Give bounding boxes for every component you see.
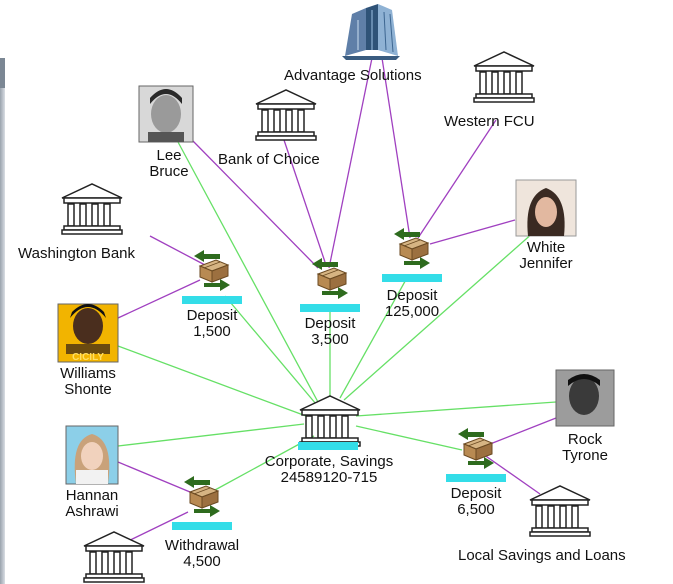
- link-deposit125000-corporate: [339, 275, 409, 399]
- label-corporate-savings: Corporate, Savings 24589120-715: [236, 454, 422, 486]
- transaction-withdrawal-4500: [172, 475, 232, 530]
- label-rock: Rock: [567, 431, 603, 448]
- label-deposit-125000-type: Deposit: [386, 287, 438, 304]
- label-lee: Lee: [156, 147, 182, 164]
- link-williams-corporate: [117, 345, 307, 417]
- transaction-deposit-1500: [182, 249, 242, 304]
- label-advantage-solutions: Advantage Solutions: [284, 67, 422, 84]
- link-white-corporate: [343, 231, 535, 401]
- office-building-icon: [342, 4, 400, 60]
- label-hannan-ashrawi: Hannan Ashrawi: [50, 488, 134, 520]
- label-washington-bank: Washington Bank: [18, 245, 136, 262]
- label-local-savings: Local Savings and Loans: [458, 547, 626, 564]
- label-jennifer: Jennifer: [519, 255, 573, 272]
- link-localsavings-deposit6500: [479, 451, 541, 495]
- link-bankofchoice-deposit3500: [283, 139, 326, 263]
- label-deposit-125000-amount: 125,000: [384, 303, 440, 320]
- link-lee-deposit3500: [191, 139, 319, 269]
- label-withdrawal-4500-type: Withdrawal: [164, 537, 240, 554]
- link-advantage-deposit125000: [381, 57, 411, 239]
- link-lee-corporate: [177, 141, 319, 403]
- label-deposit-1500: Deposit 1,500: [172, 308, 252, 340]
- photo-hannan-ashrawi: [65, 425, 119, 485]
- label-corporate-account: 24589120-715: [280, 469, 378, 486]
- label-withdrawal-4500-amount: 4,500: [183, 553, 221, 570]
- label-white: White: [526, 239, 566, 256]
- label-deposit-3500: Deposit 3,500: [290, 316, 370, 348]
- label-deposit-6500: Deposit 6,500: [436, 486, 516, 518]
- label-deposit-3500-type: Deposit: [304, 315, 356, 332]
- label-tyrone: Tyrone: [562, 447, 608, 464]
- label-lee-bruce: Lee Bruce: [142, 148, 196, 180]
- label-withdrawal-4500: Withdrawal 4,500: [152, 538, 252, 570]
- label-williams-shonte: Williams Shonte: [46, 366, 130, 398]
- link-deposit6500-corporate: [355, 425, 463, 451]
- label-western-fcu: Western FCU: [444, 113, 535, 130]
- link-white-deposit125000: [429, 219, 516, 245]
- bank-icon: [255, 89, 317, 141]
- photo-lee-bruce: [138, 85, 194, 143]
- transaction-deposit-125000: [382, 227, 442, 282]
- link-hannan-corporate: [117, 423, 305, 447]
- link-withdrawal4500-corporate: [214, 435, 315, 491]
- link-hannan-withdrawal4500: [117, 461, 191, 493]
- link-westernfcu-deposit125000: [417, 119, 497, 239]
- label-shonte: Shonte: [64, 381, 112, 398]
- label-deposit-125000: Deposit 125,000: [372, 288, 452, 320]
- label-corporate-name: Corporate, Savings: [264, 453, 394, 470]
- link-advantage-deposit3500: [328, 57, 373, 269]
- label-bruce: Bruce: [149, 163, 189, 180]
- window-edge: [0, 58, 5, 584]
- label-deposit-3500-amount: 3,500: [311, 331, 349, 348]
- label-deposit-6500-amount: 6,500: [457, 501, 495, 518]
- bank-icon: [299, 395, 361, 447]
- label-deposit-1500-amount: 1,500: [193, 323, 231, 340]
- label-deposit-6500-type: Deposit: [450, 485, 502, 502]
- links: [117, 57, 557, 547]
- link-washington-deposit1500: [149, 235, 206, 266]
- bank-icon: [61, 183, 123, 235]
- photo-white-jennifer: [515, 179, 577, 237]
- transaction-deposit-6500: [446, 427, 506, 482]
- photo-rock-tyrone: [555, 369, 615, 427]
- label-williams: Williams: [60, 365, 116, 382]
- photo-williams-shonte: CICILY: [57, 303, 119, 363]
- label-white-jennifer: White Jennifer: [506, 240, 586, 272]
- link-rock-corporate: [355, 401, 557, 417]
- transaction-deposit-3500: [300, 257, 360, 312]
- label-ashrawi: Ashrawi: [65, 503, 119, 520]
- label-rock-tyrone: Rock Tyrone: [548, 432, 622, 464]
- label-bank-of-choice: Bank of Choice: [218, 151, 320, 168]
- link-deposit1500-corporate: [224, 295, 317, 405]
- window-edge-top: [0, 58, 5, 88]
- bank-icon: [473, 51, 535, 103]
- link-williams-deposit1500: [117, 279, 201, 319]
- corporate-account-bar: [298, 442, 358, 450]
- bank-icon: [83, 531, 145, 583]
- label-hannan: Hannan: [65, 487, 119, 504]
- badge-cicily: CICILY: [72, 352, 104, 363]
- label-deposit-1500-type: Deposit: [186, 307, 238, 324]
